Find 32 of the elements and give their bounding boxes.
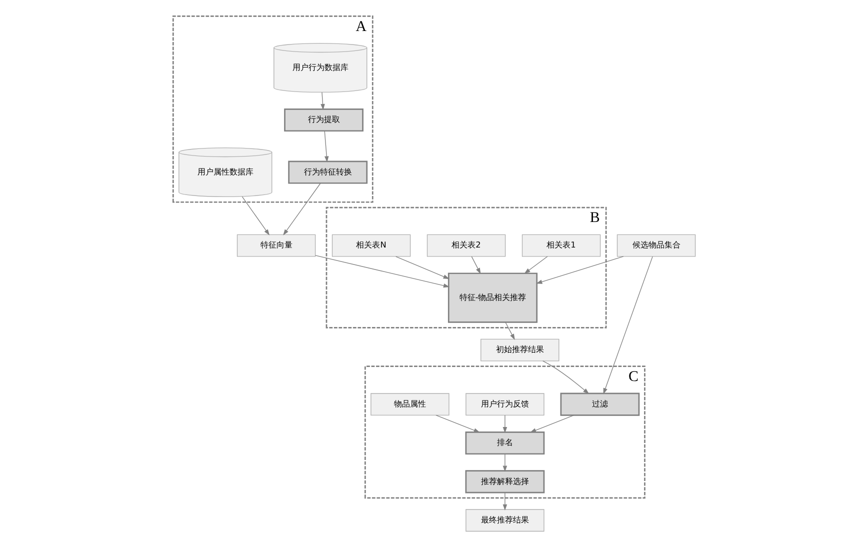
arrow [283, 182, 321, 236]
node-box: 物品属性 [370, 393, 450, 416]
node-box: 推荐解释选择 [465, 470, 545, 494]
arrow [242, 196, 270, 236]
node-box: 行为提取 [284, 108, 364, 132]
arrow [505, 322, 515, 340]
arrow [396, 256, 450, 279]
arrow [502, 414, 508, 434]
node-box: 初始推荐结果 [480, 338, 560, 362]
node-box: 行为特征转换 [288, 160, 368, 184]
arrow [315, 255, 450, 288]
node-box: 相关表1 [522, 234, 601, 257]
arrow [320, 92, 325, 110]
node-box: 过滤 [560, 392, 640, 416]
node-box: 排名 [465, 431, 545, 455]
arrow [536, 256, 624, 284]
node-box: 特征向量 [236, 234, 316, 257]
arrow [524, 256, 548, 274]
arrow [502, 454, 508, 472]
arrow [502, 492, 508, 511]
arrow [471, 256, 481, 274]
arrow [530, 414, 574, 433]
node-box: 相关表2 [426, 234, 506, 257]
arrow [542, 360, 590, 394]
node-box: 最终推荐结果 [466, 509, 544, 532]
node-box: 候选物品集合 [616, 234, 696, 257]
arrow [603, 256, 653, 394]
arrow [324, 130, 329, 162]
node-box: 相关表N [332, 234, 411, 257]
node-box: 用户行为反馈 [466, 393, 544, 416]
arrow [436, 414, 480, 433]
node-box: 特征-物品相关推荐 [448, 272, 538, 323]
